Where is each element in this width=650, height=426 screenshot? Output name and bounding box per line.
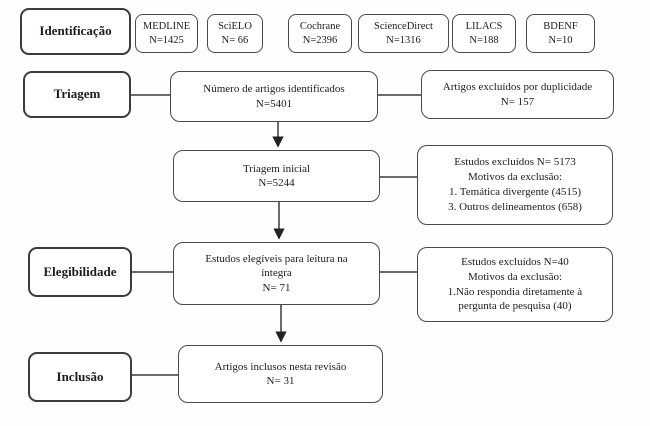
database-box-sciencedirect: ScienceDirect N=1316 [358, 14, 449, 53]
flow-box-included: Artigos inclusos nesta revisão N= 31 [178, 345, 383, 403]
database-count: N= 66 [221, 34, 249, 46]
flow-box-eligible: Estudos elegíveis para leitura na íntegr… [173, 242, 380, 305]
database-name: BDENF [543, 21, 578, 33]
database-box-medline: MEDLINE N=1425 [135, 14, 198, 53]
database-count: N=10 [548, 34, 573, 46]
database-count: N=188 [469, 34, 499, 46]
database-count: N=1316 [386, 34, 421, 46]
exclusion-box-duplicates: Artigos excluídos por duplicidade N= 157 [421, 70, 614, 119]
stage-inclusao: Inclusão [28, 352, 132, 402]
stage-identificacao: Identificação [20, 8, 131, 55]
database-name: LILACS [465, 21, 503, 33]
database-count: N=2396 [302, 34, 338, 46]
database-name: Cochrane [299, 21, 341, 33]
database-name: SciELO [218, 21, 252, 33]
database-name: ScienceDirect [374, 21, 433, 33]
flow-box-identified: Número de artigos identificados N=5401 [170, 71, 378, 122]
flow-box-initial-screening: Triagem inicial N=5244 [173, 150, 380, 202]
database-box-bdenf: BDENF N=10 [526, 14, 595, 53]
database-box-cochrane: Cochrane N=2396 [288, 14, 352, 53]
database-box-scielo: SciELO N= 66 [207, 14, 263, 53]
exclusion-box-eligibility: Estudos excluídos N=40 Motivos da exclus… [417, 247, 613, 322]
database-box-lilacs: LILACS N=188 [452, 14, 516, 53]
stage-elegibilidade: Elegibilidade [28, 247, 132, 297]
exclusion-box-screening: Estudos excluídos N= 5173 Motivos da exc… [417, 145, 613, 225]
stage-triagem: Triagem [23, 71, 131, 118]
database-count: N=1425 [149, 34, 184, 46]
database-name: MEDLINE [142, 21, 191, 33]
